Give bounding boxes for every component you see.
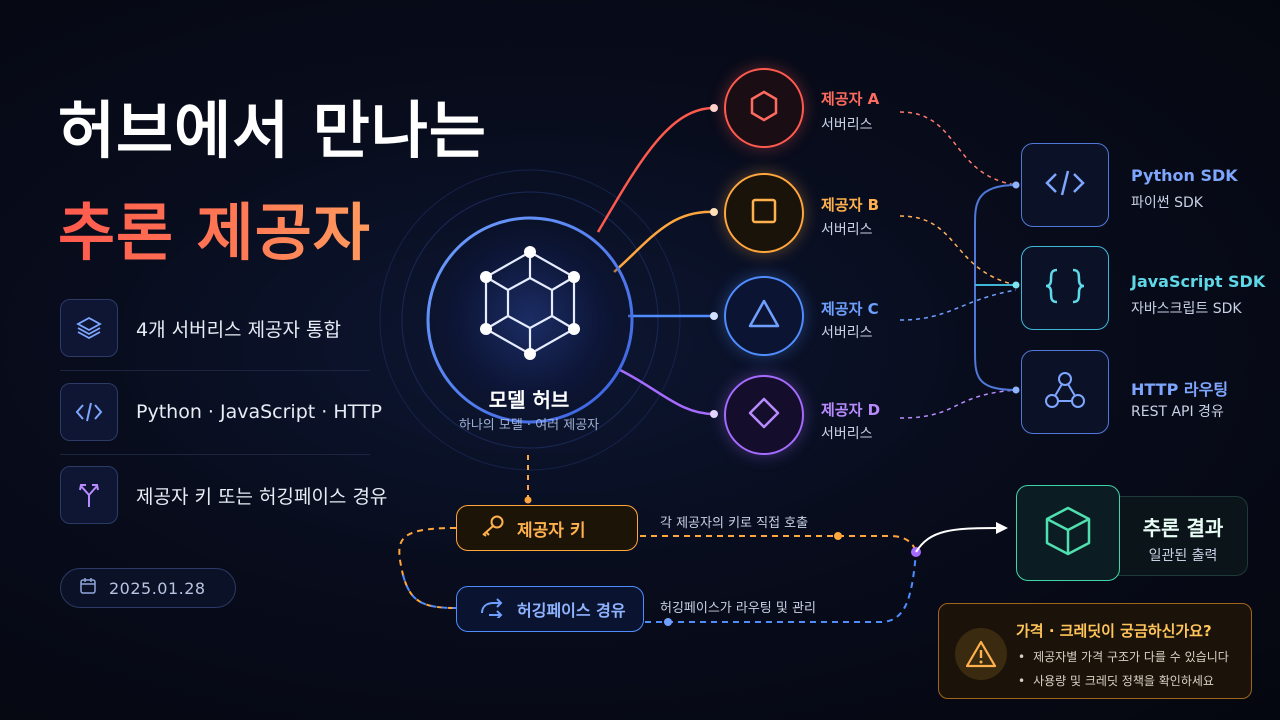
- network-graph-icon: [1043, 370, 1087, 414]
- layers-icon: [60, 299, 118, 357]
- wire-to-result: [915, 527, 1001, 553]
- feature-item-sdks: Python · JavaScript · HTTP: [60, 383, 382, 441]
- key-icon: [479, 514, 505, 542]
- provider-key-label: 제공자 키: [517, 520, 586, 541]
- curly-braces-icon: [1043, 266, 1087, 310]
- notice-item: • 제공자별 가격 구조가 다를 수 있습니다: [1018, 649, 1229, 665]
- date-text: 2025.01.28: [109, 578, 206, 598]
- javascript-sdk-name: JavaScript SDK: [1131, 272, 1266, 291]
- provider-b-name: 제공자 B: [821, 196, 880, 214]
- provider-a-node: [724, 68, 804, 148]
- triangle-icon: [746, 297, 782, 335]
- node-dot-c: [710, 312, 718, 320]
- node-dot-d: [710, 410, 718, 418]
- provider-key-note: 각 제공자의 키로 직접 호출: [660, 516, 809, 531]
- fork-icon: [60, 466, 118, 524]
- warning-icon: [955, 628, 1007, 680]
- page-title: 허브에서 만나는: [58, 94, 487, 167]
- python-sdk-name: Python SDK: [1131, 166, 1238, 185]
- provider-a-sub: 서버리스: [821, 117, 873, 133]
- wire-provider-key-out: [640, 535, 917, 553]
- notice-title: 가격 · 크레딧이 궁금하신가요?: [1016, 622, 1212, 640]
- wire-hub-provider-b: [613, 210, 715, 273]
- feature-label: 제공자 키 또는 허깅페이스 경유: [136, 485, 388, 508]
- divider: [60, 454, 370, 455]
- feature-label: 4개 서버리스 제공자 통합: [136, 318, 342, 341]
- provider-c-node: [724, 276, 804, 356]
- result-sub: 일관된 출력: [1148, 548, 1218, 564]
- cube-icon: [1042, 504, 1094, 562]
- feature-label: Python · JavaScript · HTTP: [136, 401, 382, 423]
- wire-hf-route-out: [645, 551, 917, 623]
- node-dot-a: [710, 104, 718, 112]
- route-arrow-icon: [479, 596, 505, 622]
- code-brackets-icon: [1043, 167, 1087, 203]
- arrow-head-result: [996, 522, 1008, 534]
- provider-b-node: [724, 173, 804, 253]
- notice-list: • 제공자별 가격 구조가 다를 수 있습니다 • 사용량 및 크레딧 정책을 …: [1018, 648, 1229, 689]
- hub-label: 모델 허브: [488, 388, 570, 412]
- javascript-sdk-box: [1021, 246, 1109, 330]
- wire-route-loop: [398, 527, 457, 609]
- provider-d-sub: 서버리스: [821, 426, 873, 442]
- python-sdk-sub: 파이썬 SDK: [1131, 195, 1203, 211]
- python-sdk-box: [1021, 143, 1109, 227]
- http-routing-name: HTTP 라우팅: [1131, 380, 1229, 399]
- diamond-icon: [746, 395, 782, 435]
- provider-key-route: 제공자 키: [456, 505, 638, 551]
- hf-route: 허깅페이스 경유: [456, 586, 644, 632]
- hf-route-label: 허깅페이스 경유: [517, 601, 626, 620]
- provider-d-node: [724, 375, 804, 455]
- hexagon-icon: [747, 89, 781, 127]
- node-dot-b: [710, 208, 718, 216]
- hub-circle: [426, 216, 634, 424]
- result-box: [1016, 485, 1120, 581]
- sdk-bus-bracket: [974, 184, 1017, 391]
- orbit-ring-inner: [401, 191, 659, 449]
- wire-hub-provider-d: [619, 368, 715, 416]
- date-badge: 2025.01.28: [60, 568, 236, 608]
- divider: [60, 370, 370, 371]
- result-panel: [1118, 496, 1248, 576]
- provider-c-sub: 서버리스: [821, 325, 873, 341]
- feature-item-routing: 제공자 키 또는 허깅페이스 경유: [60, 466, 387, 524]
- http-routing-box: [1021, 350, 1109, 434]
- wire-hub-provider-a: [596, 106, 715, 233]
- result-title: 추론 결과: [1142, 516, 1224, 540]
- notice-item: • 사용량 및 크레딧 정책을 확인하세요: [1018, 673, 1214, 689]
- http-routing-sub: REST API 경유: [1131, 404, 1224, 420]
- wire-provider-b-bus: [899, 215, 1017, 286]
- square-icon: [747, 194, 781, 232]
- wire-provider-d-bus: [899, 389, 1017, 419]
- wire-provider-a-bus: [899, 111, 1017, 186]
- provider-d-name: 제공자 D: [821, 401, 881, 419]
- hf-route-note: 허깅페이스가 라우팅 및 관리: [660, 601, 816, 616]
- page-subtitle: 추론 제공자: [58, 182, 371, 272]
- feature-item-providers: 4개 서버리스 제공자 통합: [60, 299, 341, 357]
- provider-c-name: 제공자 C: [821, 300, 879, 318]
- javascript-sdk-sub: 자바스크립트 SDK: [1131, 301, 1242, 317]
- calendar-icon: [79, 577, 97, 599]
- provider-b-sub: 서버리스: [821, 222, 873, 238]
- code-icon: [60, 383, 118, 441]
- provider-a-name: 제공자 A: [821, 90, 880, 108]
- hexagon-network-icon: [474, 244, 586, 366]
- orbit-ring-outer: [379, 169, 681, 471]
- wire-provider-c-bus: [899, 289, 1017, 321]
- hub-sublabel: 하나의 모델 · 여러 제공자: [458, 418, 600, 433]
